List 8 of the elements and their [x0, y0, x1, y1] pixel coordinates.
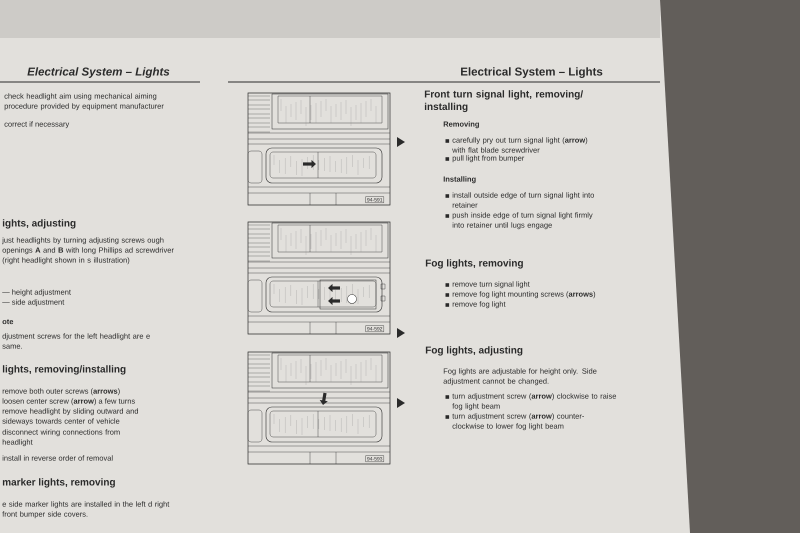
section-heading: Fog lights, removing [426, 259, 523, 269]
section-heading: Fog lights, adjusting [426, 346, 522, 356]
section-header: Electrical System – Lights [27, 67, 170, 78]
section-heading: Front turn signal light, removing/ installing [424, 90, 583, 112]
section-heading: ights, adjusting [2, 219, 76, 229]
section-header: Electrical System – Lights [461, 67, 602, 78]
section-heading: marker lights, removing [2, 478, 115, 488]
section-heading: lights, removing/installing [2, 365, 126, 375]
